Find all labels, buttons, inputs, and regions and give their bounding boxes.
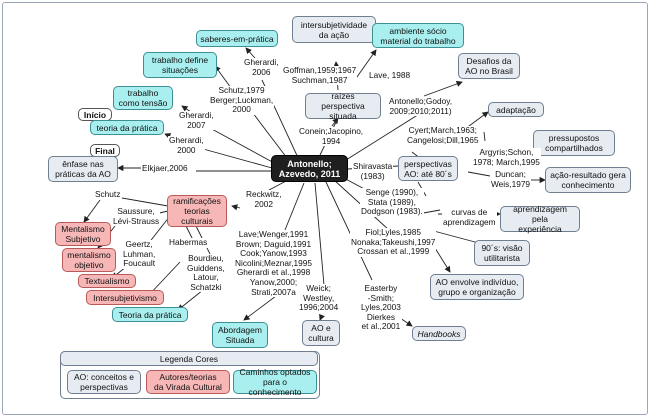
label-lave-1988: Lave, 1988 [368, 70, 412, 81]
box-enfase-praticas-ao: ênfase nas práticas da AO [48, 156, 118, 182]
label-gherardi-2006: Gherardi, 2006 [243, 57, 280, 78]
label-bourdieu-guiddens: Bourdieu, Guiddens, Latour, Schatzki [186, 253, 226, 293]
label-fiol-nonaka-crossan: Fiol;Lyles,1985 Nonaka;Takeushi,1997 Cro… [350, 227, 437, 257]
legend-item-pink: Autores/teorias da Virada Cultural [146, 370, 230, 394]
label-antonello-godoy: Antonello;Godoy, 2009;2010;2011) [388, 96, 454, 117]
box-trabalho-como-tensao: trabalho como tensão [113, 86, 173, 110]
box-aprendizagem-experiencia: aprendizagem pela experiência [500, 204, 580, 234]
label-saussure: Saussure, Lévi-Strauss [112, 206, 161, 227]
edge-center-gherardi2007 [209, 127, 277, 165]
box-mentalismo-objetivo: mentalismo objetivo [62, 248, 116, 272]
edge-center-weick [314, 182, 325, 286]
box-mentalismo-subjetivo: Mentalismo Subjetivo [55, 222, 111, 246]
box-acao-resultado: ação-resultado gera conhecimento [545, 167, 631, 193]
label-gherardi-2007: Gherardi, 2007 [178, 110, 215, 131]
label-shiravasta: Shiravasta (1983) [352, 161, 394, 182]
box-textualismo: Textualismo [78, 274, 136, 288]
box-pressupostos-compartilhados: pressupostos compartilhados [533, 130, 615, 156]
box-raizes-perspectiva-situada: raízes perspectiva situada [305, 91, 381, 121]
label-lave-wenger-list: Lave;Wenger,1991 Brown; Daguid,1991 Cook… [234, 229, 314, 298]
label-curvas-aprendizagem: curvas de aprendizagem [442, 207, 497, 228]
label-gherardi-2000: Gherardi, 2000 [168, 135, 205, 156]
label-conein-jacopino: Conein;Jacopino, 1994 [298, 126, 365, 147]
label-cyert-cangelosi: Cyert;March,1963; Cangelosi;Dill,1965 [406, 125, 480, 146]
box-ao-e-cultura: AO e cultura [302, 320, 340, 346]
box-ambiente-socio-material: ambiente sócio material do trabalho [372, 23, 464, 48]
label-geertz-luhman-foucault: Geertz, Luhman, Foucault [122, 239, 157, 269]
label-elkjaer-2006: Elkjaer,2006 [141, 163, 189, 174]
box-ramificacoes-teorias-culturais: ramificações teorias culturais [167, 195, 227, 227]
label-duncan-weis: Duncan; Weis,1979 [490, 169, 532, 190]
box-ao-envolve-individuo: AO envolve indivíduo, grupo e organizaçã… [430, 274, 524, 300]
box-handbooks: Handbooks [412, 326, 466, 341]
label-argyris-schon: Argyris;Schon, 1978; March,1995 [472, 147, 541, 168]
box-trabalho-define-situacoes: trabalho define situações [143, 52, 217, 78]
center-node-antonello-azevedo: Antonello; Azevedo, 2011 [271, 155, 348, 182]
legend-title: Legenda Cores [60, 351, 318, 366]
label-goffman-suchman: Goffman,1959;1967 Suchman,1987 [282, 65, 358, 86]
edge-center-easterby [325, 181, 373, 281]
label-weick-westley: Weick; Westley, 1996;2004 [298, 283, 340, 313]
box-abordagem-situada: Abordagem Situada [212, 322, 268, 348]
legend-item-cyan: Caminhos optados para o conhecimento [233, 367, 317, 397]
box-teoria-da-pratica-bottom: Teoria da prática [112, 307, 188, 322]
box-intersubjetivismo: Intersubjetivismo [86, 290, 164, 305]
color-legend: Legenda Cores AO: conceitos e perspectiv… [60, 351, 320, 399]
legend-item-grey: AO: conceitos e perspectivas [67, 370, 141, 394]
box-adaptacao: adaptação [488, 102, 544, 117]
label-reckwitz-2002: Reckwitz, 2002 [245, 189, 283, 210]
label-senge-stata-dodgson: Senge (1990), Stata (1989), Dodgson (198… [360, 187, 424, 217]
label-schutz: Schutz [94, 189, 122, 200]
label-easterby-dierkes: Easterby -Smith; Lyles,2003 Dierkes et a… [360, 283, 402, 332]
edge-center-gherardi2000 [195, 146, 273, 169]
box-intersubjetividade-acao: intersubjetividade da ação [292, 16, 376, 43]
label-schutz-berger-luckman: Schutz,1979 Berger;Luckman, 2000 [209, 85, 275, 115]
box-perspectivas-ao-80s: perspectivas AO: até 80´s [398, 156, 458, 181]
edge-center-lave [284, 182, 305, 231]
box-saberes-em-pratica: saberes-em-prática [196, 30, 278, 47]
box-90s-visao-utilitarista: 90´s: visão utilitarista [474, 240, 530, 266]
box-teoria-da-pratica-top: teoria da prática [90, 120, 164, 135]
box-desafios-ao-brasil: Desafios da AO no Brasil [458, 53, 520, 79]
label-habermas: Habermas [168, 237, 209, 248]
